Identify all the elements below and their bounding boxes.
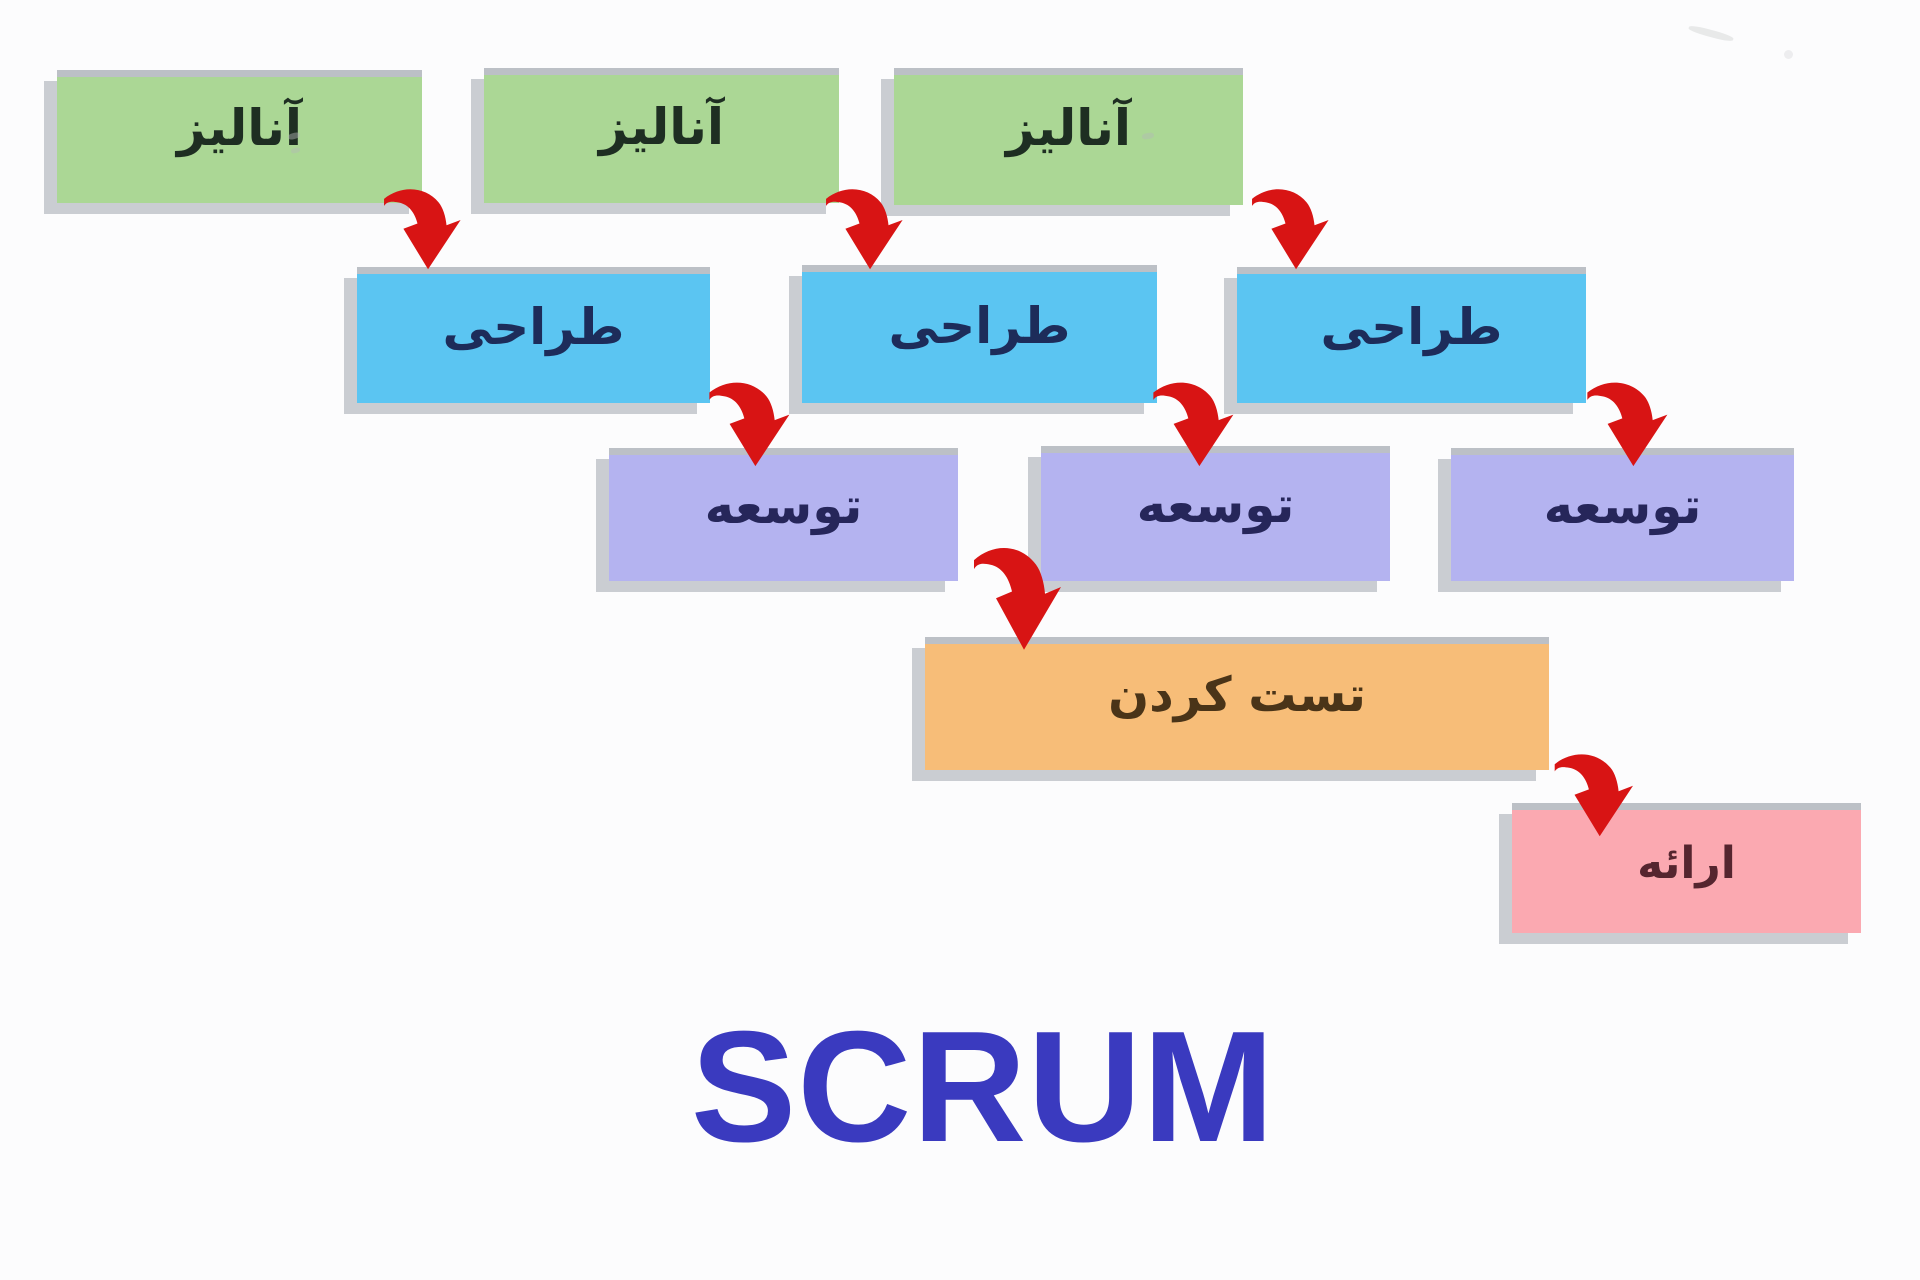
delivery-label: ارائه <box>1637 837 1736 889</box>
development-label: توسعه <box>704 477 863 535</box>
testing-label: تست کردن <box>1108 667 1366 723</box>
flow-arrow-icon <box>1153 382 1234 467</box>
development-label: توسعه <box>1136 476 1295 534</box>
development-box-3: توسعه <box>1451 448 1794 581</box>
analysis-label: آنالیز <box>177 99 302 157</box>
flow-arrow-icon <box>826 189 903 270</box>
testing-box: تست کردن <box>925 637 1549 770</box>
analysis-box-1: آنالیز <box>57 70 422 203</box>
development-label: توسعه <box>1543 477 1702 535</box>
design-box-2: طراحی <box>802 265 1157 403</box>
flow-arrow-icon <box>1554 754 1633 837</box>
diagram-title: SCRUM <box>690 999 1276 1175</box>
design-label: طراحی <box>1320 297 1503 356</box>
artifact-mark <box>1784 50 1793 59</box>
design-box-3: طراحی <box>1237 267 1586 403</box>
analysis-box-3: آنالیز <box>894 68 1243 205</box>
design-label: طراحی <box>442 297 625 356</box>
flow-arrow-icon <box>1252 189 1329 270</box>
design-box-1: طراحی <box>357 267 710 403</box>
delivery-box: ارائه <box>1512 803 1861 933</box>
flow-arrow-icon <box>1587 382 1668 467</box>
analysis-box-2: آنالیز <box>484 68 839 203</box>
flow-arrow-icon <box>384 189 461 270</box>
artifact-mark <box>1687 24 1735 43</box>
analysis-label: آنالیز <box>599 98 724 156</box>
flow-arrow-icon <box>709 382 790 467</box>
development-box-2: توسعه <box>1041 446 1390 581</box>
development-box-1: توسعه <box>609 448 958 581</box>
analysis-label: آنالیز <box>1006 99 1131 157</box>
flow-arrow-icon <box>974 548 1061 650</box>
design-label: طراحی <box>888 296 1071 355</box>
